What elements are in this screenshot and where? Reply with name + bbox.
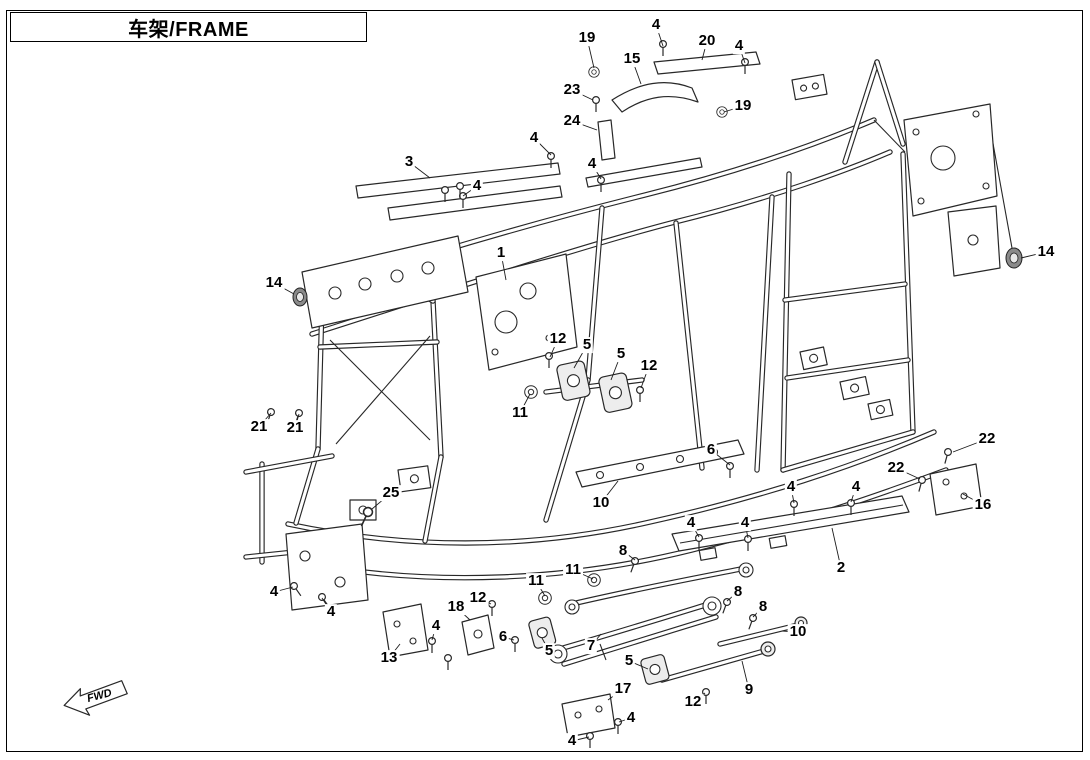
part-callout-4: 4 <box>649 16 663 34</box>
fwd-arrow: FWD <box>63 680 128 716</box>
part-callout-25: 25 <box>380 484 402 502</box>
part-callout-5: 5 <box>542 642 556 660</box>
part-callout-14: 14 <box>263 274 285 292</box>
part-callout-8: 8 <box>756 598 770 616</box>
part-callout-5: 5 <box>580 336 594 354</box>
part-callout-21: 21 <box>284 419 306 437</box>
page-border <box>6 10 1083 752</box>
part-callout-12: 12 <box>467 589 489 607</box>
part-callout-19: 19 <box>576 29 598 47</box>
part-callout-8: 8 <box>731 583 745 601</box>
part-callout-13: 13 <box>378 649 400 667</box>
part-callout-4: 4 <box>267 583 281 601</box>
part-callout-9: 9 <box>742 681 756 699</box>
part-callout-4: 4 <box>624 709 638 727</box>
part-callout-10: 10 <box>787 623 809 641</box>
part-callout-14: 14 <box>1035 243 1057 261</box>
part-callout-4: 4 <box>784 478 798 496</box>
part-callout-4: 4 <box>429 617 443 635</box>
part-callout-1: 1 <box>494 244 508 262</box>
part-callout-4: 4 <box>527 129 541 147</box>
part-callout-11: 11 <box>526 572 546 590</box>
part-callout-12: 12 <box>638 357 660 375</box>
part-callout-8: 8 <box>616 542 630 560</box>
part-callout-16: 16 <box>972 496 994 514</box>
part-callout-11: 11 <box>563 561 583 579</box>
part-callout-20: 20 <box>696 32 718 50</box>
part-callout-4: 4 <box>732 37 746 55</box>
part-callout-4: 4 <box>565 732 579 750</box>
part-callout-7: 7 <box>584 637 598 655</box>
part-callout-3: 3 <box>402 153 416 171</box>
part-callout-17: 17 <box>612 680 634 698</box>
part-callout-6: 6 <box>704 441 718 459</box>
part-callout-24: 24 <box>561 112 583 130</box>
part-callout-11: 11 <box>510 404 530 422</box>
part-callout-2: 2 <box>834 559 848 577</box>
part-callout-5: 5 <box>614 345 628 363</box>
page-title: 车架/FRAME <box>128 18 249 41</box>
part-callout-4: 4 <box>849 478 863 496</box>
part-callout-22: 22 <box>885 459 907 477</box>
part-callout-4: 4 <box>585 155 599 173</box>
part-callout-4: 4 <box>470 177 484 195</box>
part-callout-19: 19 <box>732 97 754 115</box>
part-callout-4: 4 <box>324 603 338 621</box>
part-callout-5: 5 <box>622 652 636 670</box>
part-callout-12: 12 <box>547 330 569 348</box>
part-callout-12: 12 <box>682 693 704 711</box>
part-callout-6: 6 <box>496 628 510 646</box>
part-callout-15: 15 <box>621 50 643 68</box>
part-callout-22: 22 <box>976 430 998 448</box>
part-callout-4: 4 <box>738 514 752 532</box>
part-callout-10: 10 <box>590 494 612 512</box>
part-callout-4: 4 <box>684 514 698 532</box>
part-callout-18: 18 <box>445 598 467 616</box>
title-box: 车架/FRAME <box>10 12 367 42</box>
part-callout-21: 21 <box>248 418 270 436</box>
part-callout-23: 23 <box>561 81 583 99</box>
